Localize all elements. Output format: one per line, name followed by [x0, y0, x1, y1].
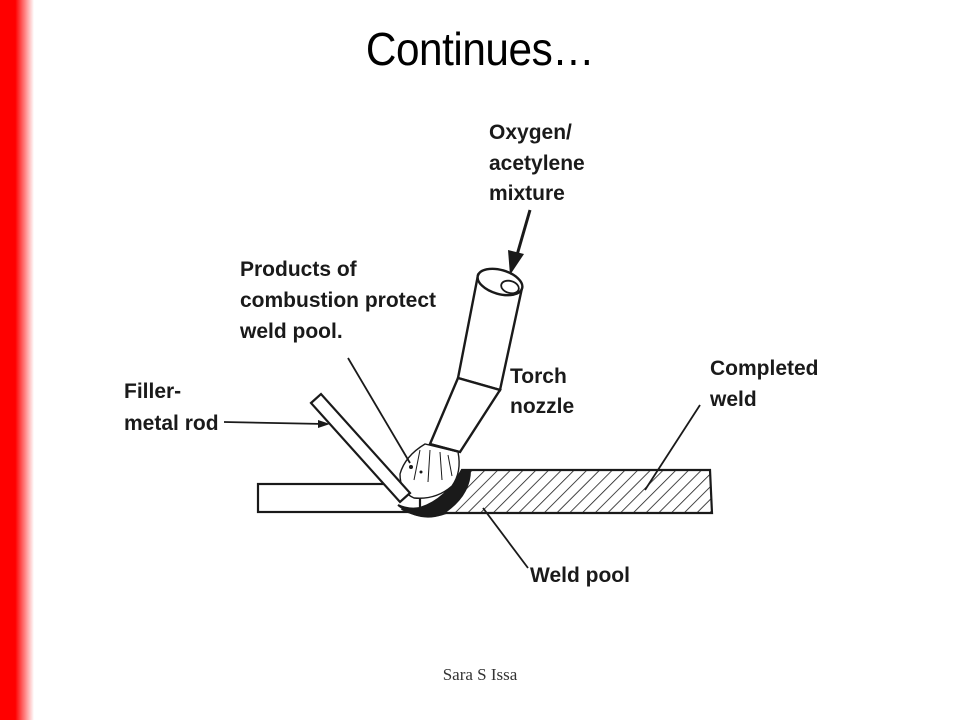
label-completed-1: Completed	[710, 357, 819, 380]
completed-weld-bead	[427, 468, 714, 515]
label-torch-2: nozzle	[510, 395, 574, 418]
red-accent-bar	[0, 0, 34, 720]
oxygen-arrow	[508, 209, 532, 275]
label-oxygen-3: mixture	[489, 182, 565, 205]
flame-cone	[399, 443, 460, 499]
label-filler-1: Filler-	[124, 380, 181, 403]
label-oxygen-2: acetylene	[489, 152, 585, 175]
torch-nozzle	[428, 267, 524, 454]
filler-metal-rod	[309, 392, 412, 504]
label-filler-2: metal rod	[124, 412, 219, 435]
diagram-labels: Oxygen/ acetylene mixture Products of co…	[124, 121, 819, 587]
label-completed-2: weld	[709, 388, 757, 411]
label-products-1: Products of	[240, 258, 358, 281]
label-torch-1: Torch	[510, 365, 567, 388]
leader-lines	[223, 357, 701, 569]
label-products-2: combustion protect	[240, 289, 436, 312]
slide-footer-author: Sara S Issa	[442, 665, 518, 684]
label-oxygen-1: Oxygen/	[489, 121, 572, 144]
label-weld-pool: Weld pool	[530, 564, 630, 587]
weld-pool-shape	[397, 469, 472, 518]
label-products-3: weld pool.	[239, 320, 343, 343]
slide-title: Continues…	[365, 23, 595, 75]
